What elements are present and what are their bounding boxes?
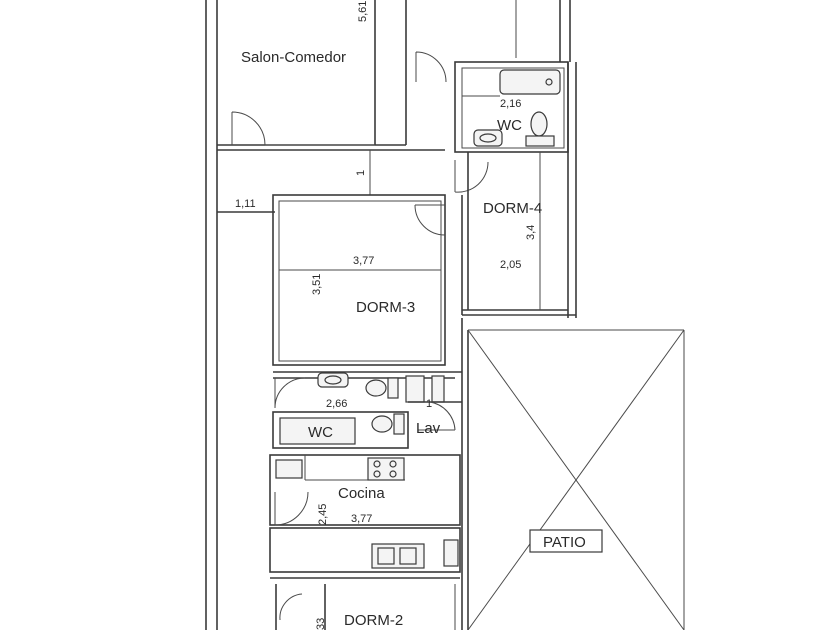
dim-lav-width: 1 <box>426 398 432 410</box>
dim-cocina-width: 3,77 <box>351 513 372 525</box>
patio-area <box>461 318 685 630</box>
dim-dorm3-height: 3,51 <box>311 274 323 295</box>
dim-dorm4-height: 3,4 <box>525 225 537 240</box>
label-dorm3: DORM-3 <box>356 299 415 316</box>
dim-dorm4-width: 2,05 <box>500 259 521 271</box>
corridor <box>217 150 489 213</box>
label-lav: Lav <box>416 420 441 437</box>
label-dorm4: DORM-4 <box>483 200 542 217</box>
cocina-room <box>269 454 461 526</box>
patio-label-box <box>529 529 603 553</box>
dim-dorm2-height: 33 <box>315 618 327 630</box>
label-patio: PATIO <box>543 534 586 551</box>
dim-corridor-width: 1,11 <box>235 198 256 210</box>
dim-wc-upper-width: 2,16 <box>500 98 521 110</box>
dim-bath-lower-width: 2,66 <box>326 398 347 410</box>
dim-salon-height: 5,61 <box>357 1 369 22</box>
label-cocina: Cocina <box>338 485 385 502</box>
label-dorm2: DORM-2 <box>344 612 403 629</box>
dim-hall-corridor: 1 <box>355 170 367 176</box>
passage <box>269 527 461 573</box>
label-wc-lower: WC <box>308 424 333 441</box>
salon-comedor-room <box>217 0 517 151</box>
label-wc-upper: WC <box>497 117 522 134</box>
wc-upper-room <box>454 61 569 153</box>
dim-dorm3-width: 3,77 <box>353 255 374 267</box>
dorm3-room <box>272 194 446 366</box>
lower-bath-area <box>272 371 462 449</box>
label-salon-comedor: Salon-Comedor <box>241 49 346 66</box>
dorm4-room <box>461 152 576 316</box>
dim-cocina-height: 2,45 <box>317 504 329 525</box>
dorm2-room <box>270 577 460 630</box>
